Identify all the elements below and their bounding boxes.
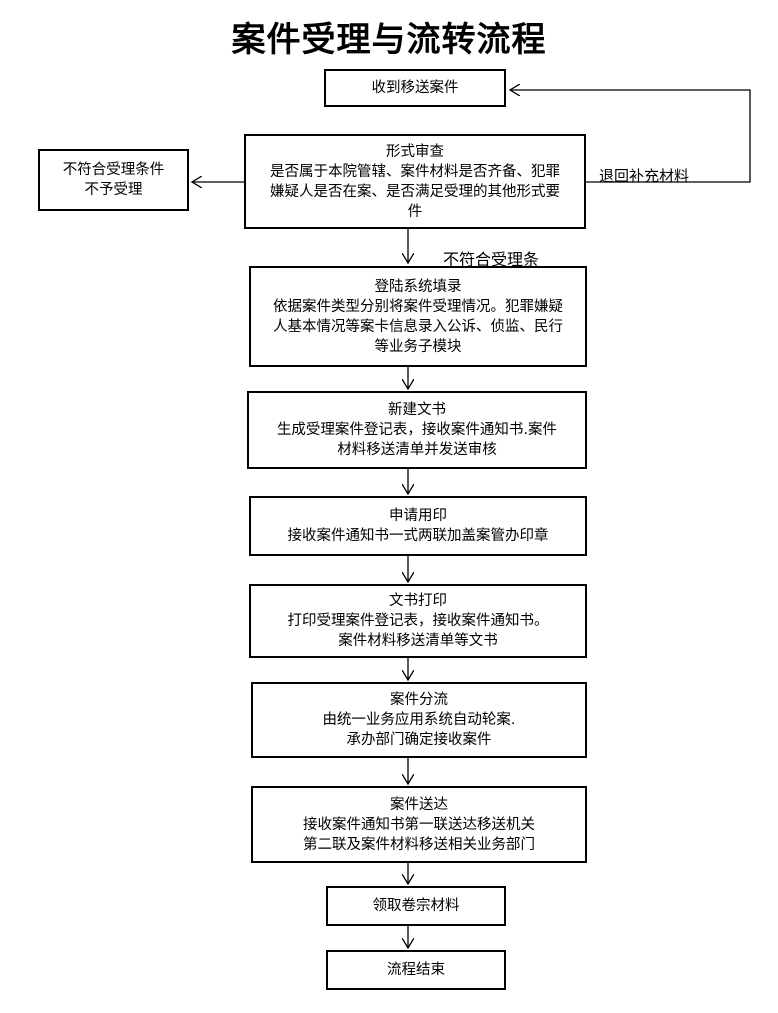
node-new-doc-line: 生成受理案件登记表，接收案件通知书.案件 <box>276 422 558 438</box>
node-formal-review-line: 件 <box>407 203 423 220</box>
node-receive-text: 收到移送案件 <box>371 80 459 96</box>
node-deliver-title: 案件送达 <box>390 796 448 813</box>
node-reject-line: 不予受理 <box>84 182 143 198</box>
node-print-doc-line: 打印受理案件登记表，接收案件通知书。 <box>287 613 549 629</box>
node-apply-seal-line: 接收案件通知书一式两联加盖案管办印章 <box>287 528 549 544</box>
node-new-doc-line: 材料移送清单并发送审核 <box>337 442 497 458</box>
node-print-doc: 文书打印 打印受理案件登记表，接收案件通知书。 案件材料移送清单等文书 <box>249 584 587 658</box>
node-end-text: 流程结束 <box>387 962 445 978</box>
arrow-review-to-receive-loop <box>510 90 751 183</box>
node-distribute-line: 承办部门确定接收案件 <box>346 732 492 748</box>
node-reject: 不符合受理条件 不予受理 <box>38 149 189 211</box>
node-collect-text: 领取卷宗材料 <box>372 898 460 914</box>
node-print-doc-line: 案件材料移送清单等文书 <box>338 633 498 649</box>
node-register-line: 人基本情况等案卡信息录入公诉、侦监、民行 <box>273 318 563 335</box>
label-return-supplement: 退回补充材料 <box>599 167 690 185</box>
node-new-doc: 新建文书 生成受理案件登记表，接收案件通知书.案件 材料移送清单并发送审核 <box>247 391 587 469</box>
node-register-title: 登陆系统填录 <box>374 278 462 295</box>
node-register-line: 依据案件类型分别将案件受理情况。犯罪嫌疑 <box>273 298 563 315</box>
node-distribute-title: 案件分流 <box>390 692 448 708</box>
node-distribute-line: 由统一业务应用系统自动轮案. <box>322 712 516 728</box>
node-end: 流程结束 <box>326 950 506 990</box>
node-collect: 领取卷宗材料 <box>326 886 506 926</box>
node-apply-seal-title: 申请用印 <box>389 508 447 524</box>
node-register-line: 等业务子模块 <box>374 338 462 355</box>
node-formal-review-title: 形式审查 <box>386 143 444 160</box>
node-register: 登陆系统填录 依据案件类型分别将案件受理情况。犯罪嫌疑 人基本情况等案卡信息录入… <box>249 266 587 367</box>
node-deliver-line: 第二联及案件材料移送相关业务部门 <box>303 836 535 853</box>
label-not-meet: 不符合受理条 <box>443 250 540 269</box>
node-receive: 收到移送案件 <box>324 69 506 107</box>
page-title: 案件受理与流转流程 <box>231 20 547 60</box>
node-new-doc-title: 新建文书 <box>388 402 446 418</box>
node-formal-review-line: 是否属于本院管辖、案件材料是否齐备、犯罪 <box>270 163 560 180</box>
node-apply-seal: 申请用印 接收案件通知书一式两联加盖案管办印章 <box>249 496 587 556</box>
node-print-doc-title: 文书打印 <box>389 593 447 609</box>
node-distribute: 案件分流 由统一业务应用系统自动轮案. 承办部门确定接收案件 <box>251 682 587 758</box>
node-formal-review-line: 嫌疑人是否在案、是否满足受理的其他形式要 <box>270 183 560 200</box>
node-deliver-line: 接收案件通知书第一联送达移送机关 <box>303 816 535 833</box>
node-reject-line: 不符合受理条件 <box>62 162 165 178</box>
node-deliver: 案件送达 接收案件通知书第一联送达移送机关 第二联及案件材料移送相关业务部门 <box>251 786 587 863</box>
node-formal-review: 形式审查 是否属于本院管辖、案件材料是否齐备、犯罪 嫌疑人是否在案、是否满足受理… <box>244 134 586 229</box>
